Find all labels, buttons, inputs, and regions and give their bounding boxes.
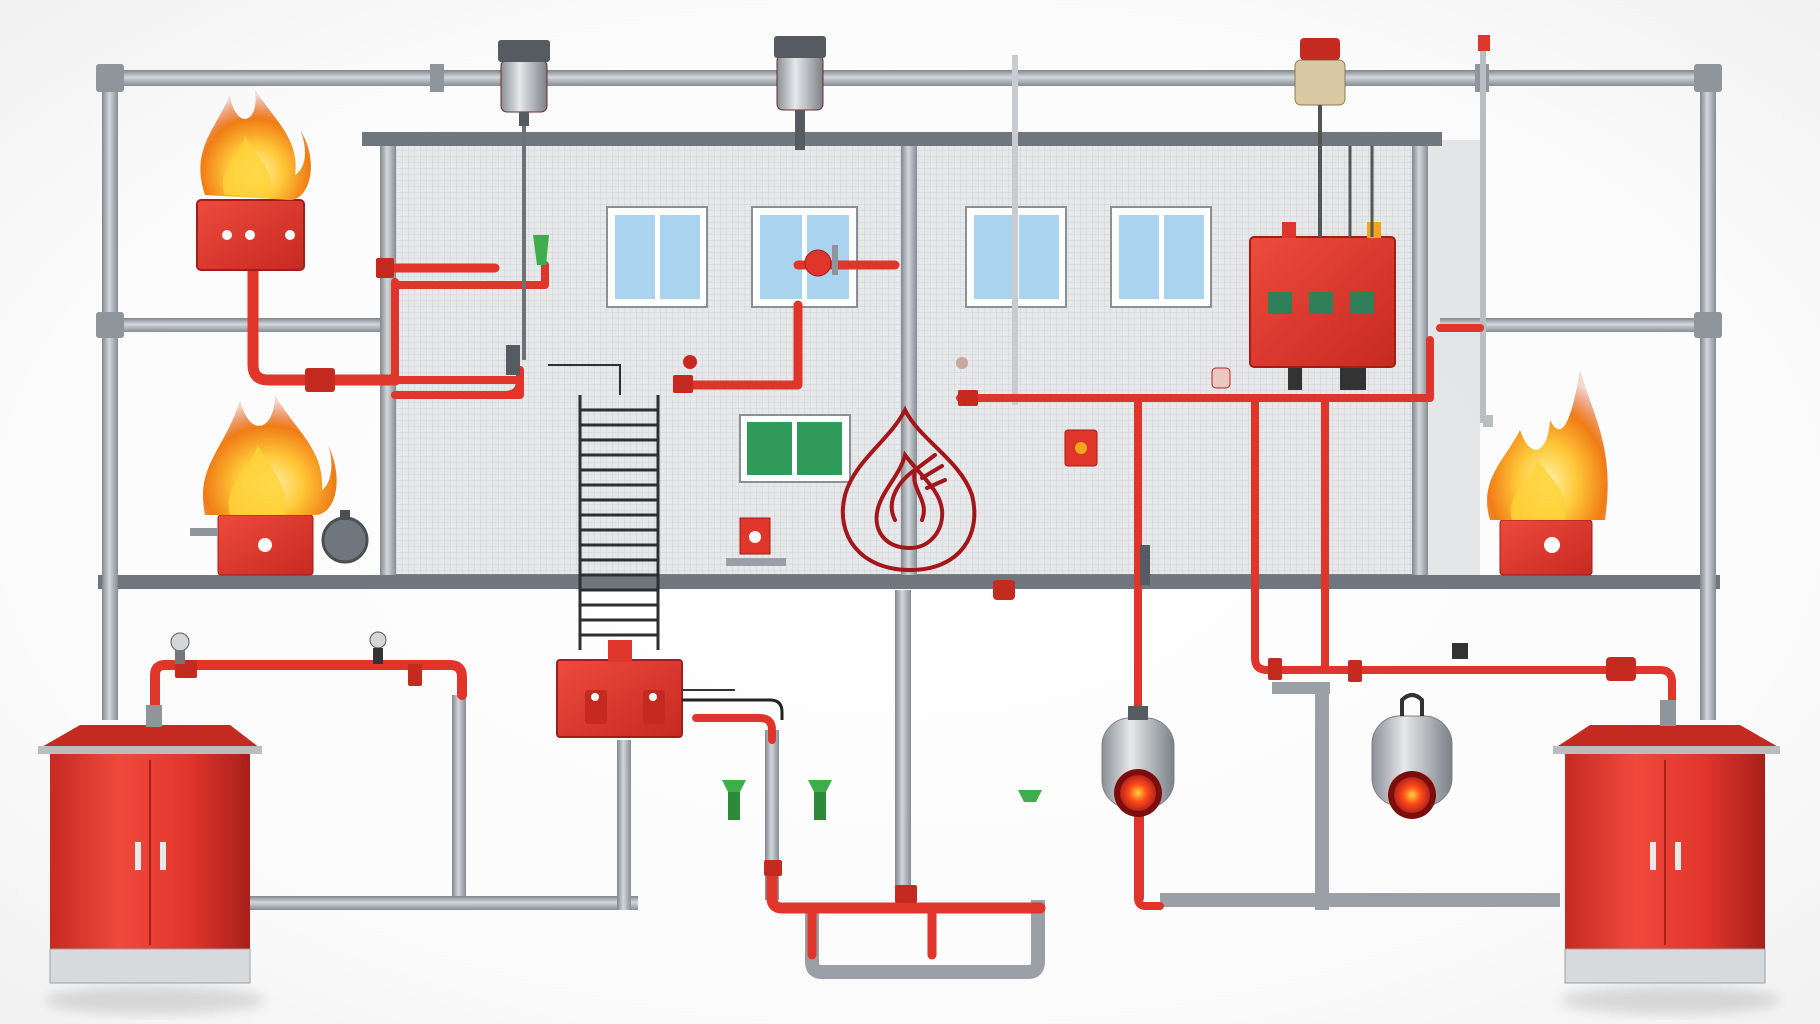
flame-icon	[1487, 370, 1608, 520]
flame-icon	[200, 90, 311, 200]
window	[1110, 206, 1212, 308]
roof-detector	[498, 40, 550, 360]
left-riser-pipe	[102, 70, 118, 720]
window	[751, 206, 858, 308]
right-riser-pipe	[1700, 70, 1716, 720]
floor-slab	[98, 575, 1720, 589]
building	[98, 132, 1720, 589]
window	[606, 206, 708, 308]
water-tank-right	[1452, 643, 1780, 1014]
pressure-tank-right	[1371, 693, 1453, 819]
sprinkler-head-icon	[722, 780, 746, 820]
manual-pull-station	[1064, 429, 1098, 467]
sprinkler-head-icon	[533, 235, 549, 265]
window-green	[739, 414, 851, 483]
flame-icon	[203, 395, 337, 515]
strobe-light	[1478, 35, 1490, 51]
roof-edge	[362, 132, 1442, 146]
roof-alarm-bell	[1294, 38, 1374, 237]
water-tank-left	[38, 705, 265, 1014]
fire-control-panel	[1249, 222, 1396, 390]
center-column	[901, 146, 917, 576]
roof-detector	[774, 36, 826, 150]
alarm-box-left	[196, 199, 305, 271]
wall-pull-station	[726, 517, 786, 566]
fire-pump-right	[1499, 519, 1593, 576]
fittings	[506, 245, 1493, 585]
sprinkler-head-icon	[808, 780, 832, 820]
valves	[175, 258, 1636, 903]
sprinkler-heads	[533, 235, 1042, 820]
fire-pump-left	[190, 510, 369, 576]
sprinkler-head-icon	[1018, 790, 1042, 802]
valve	[305, 368, 335, 392]
pump-control-box	[556, 640, 784, 738]
ladder	[548, 364, 660, 650]
pressure-gauges	[170, 631, 387, 664]
pressure-tank-left	[1101, 706, 1175, 817]
red-pipes	[150, 260, 1676, 960]
fire-drop-logo-icon	[840, 405, 977, 573]
main-drain-pipe	[895, 590, 911, 895]
